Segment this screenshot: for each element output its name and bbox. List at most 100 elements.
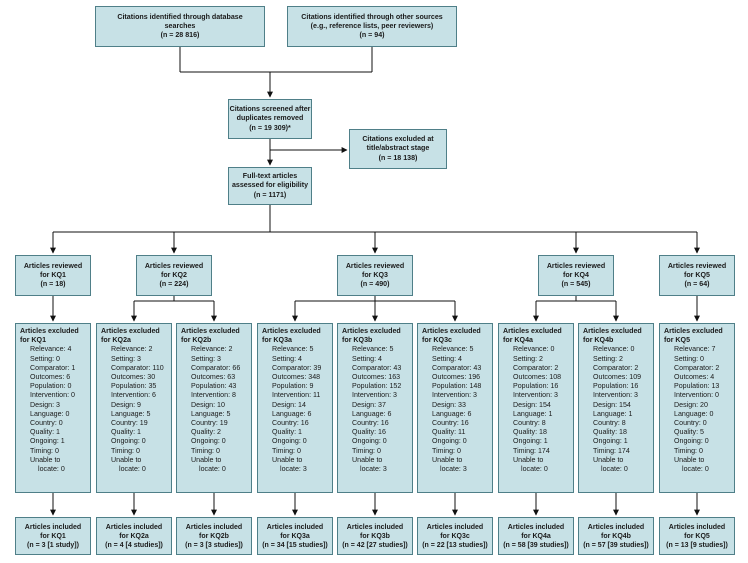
excluded-reason: Design: 14 [272, 400, 306, 409]
excluded-reason: Design: 9 [111, 400, 141, 409]
excluded-reason: Country: 16 [432, 419, 469, 428]
excluded-reason: Design: 3 [30, 400, 60, 409]
fulltext-title: Full-text articles assessed for eligibil… [231, 172, 309, 190]
excluded-reason: Design: 10 [191, 400, 225, 409]
excluded-reason: Population: 0 [30, 382, 72, 391]
excluded-reason: Setting: 2 [513, 354, 543, 363]
included-n: (n = 42 [27 studies]) [342, 541, 408, 549]
included-line1: Articles included [668, 523, 726, 531]
included-line2: for KQ4a [521, 532, 551, 540]
excluded-reason: Outcomes: 348 [272, 373, 321, 382]
excluded-reason: Population: 43 [191, 382, 237, 391]
excluded-reason: Timing: 174 [513, 446, 550, 455]
excluded-reason: Comparator: 2 [593, 363, 639, 372]
box-excluded-title-abstract: Citations excluded at title/abstract sta… [349, 129, 447, 169]
excluded-reason: Relevance: 5 [272, 345, 314, 354]
excluded-reason: Quality: 16 [352, 428, 386, 437]
box-reviewed-kq3: Articles reviewed for KQ3 (n = 490) [337, 255, 413, 296]
excluded-heading: Articles excluded for KQ2a [101, 327, 160, 345]
excluded-reason: Quality: 11 [432, 428, 466, 437]
excluded-reason: Timing: 0 [674, 446, 703, 455]
excluded-reason: Timing: 0 [272, 446, 301, 455]
excluded-reason: Comparator: 43 [432, 363, 482, 372]
excluded-reason: Population: 16 [593, 382, 639, 391]
excluded-title-count: (n = 18 138) [378, 153, 418, 162]
screened-title: Citations screened after duplicates remo… [229, 105, 311, 123]
excluded-heading: Articles excluded for KQ1 [20, 327, 79, 345]
box-fulltext-assessed: Full-text articles assessed for eligibil… [228, 167, 312, 205]
reviewed-count: (n = 490) [360, 280, 390, 289]
excluded-reason: Comparator: 110 [111, 363, 164, 372]
excluded-reason: Unable to [593, 455, 624, 464]
excluded-reason: Setting: 4 [272, 354, 302, 363]
excluded-reason: Relevance: 0 [513, 345, 555, 354]
excluded-reason: locate: 0 [521, 465, 548, 474]
excluded-reason: Quality: 18 [593, 428, 627, 437]
excluded-reason: Comparator: 2 [513, 363, 559, 372]
included-line2: for KQ2a [119, 532, 149, 540]
excluded-reason: Quality: 1 [272, 428, 302, 437]
excluded-reason: locate: 0 [682, 465, 709, 474]
excluded-reason: Comparator: 2 [674, 363, 720, 372]
excluded-reason: Intervention: 8 [191, 391, 236, 400]
excluded-heading: Articles excluded for KQ2b [181, 327, 240, 345]
excluded-reason: Setting: 4 [352, 354, 382, 363]
included-line2: for KQ4b [601, 532, 631, 540]
excluded-reason: Intervention: 0 [674, 391, 719, 400]
excluded-reason: Language: 6 [272, 409, 312, 418]
reviewed-kq: for KQ4 [562, 270, 589, 279]
excluded-reason: Comparator: 1 [30, 363, 76, 372]
included-n: (n = 22 [13 studies]) [422, 541, 488, 549]
excluded-heading: Articles excluded for KQ3c [422, 327, 481, 345]
excluded-reason: Country: 16 [272, 419, 309, 428]
excluded-heading: Articles excluded for KQ4a [503, 327, 562, 345]
excluded-reason: Ongoing: 1 [593, 437, 628, 446]
excluded-reason: Outcomes: 163 [352, 373, 401, 382]
excluded-heading: Articles excluded for KQ5 [664, 327, 723, 345]
excluded-reason: Intervention: 0 [30, 391, 75, 400]
box-other-citations: Citations identified through other sourc… [287, 6, 457, 47]
box-reviewed-kq2: Articles reviewed for KQ2 (n = 224) [136, 255, 212, 296]
excluded-reason: Quality: 1 [30, 428, 60, 437]
excluded-reason: locate: 0 [199, 465, 226, 474]
excluded-reason: Ongoing: 0 [674, 437, 709, 446]
excluded-reason: Setting: 3 [111, 354, 141, 363]
excluded-reason: Unable to [432, 455, 463, 464]
excluded-reason: Outcomes: 108 [513, 373, 562, 382]
reviewed-kq: for KQ5 [683, 270, 710, 279]
excluded-reason: Population: 152 [352, 382, 402, 391]
other-count: (n = 94) [359, 31, 385, 40]
excluded-reason: Language: 6 [432, 409, 472, 418]
box-reviewed-kq4: Articles reviewed for KQ4 (n = 545) [538, 255, 614, 296]
excluded-reason: Relevance: 4 [30, 345, 72, 354]
excluded-reason: Comparator: 39 [272, 363, 322, 372]
excluded-reason: Outcomes: 4 [674, 373, 715, 382]
excluded-reason: Language: 1 [593, 409, 633, 418]
included-line1: Articles included [24, 523, 82, 531]
excluded-heading: Articles excluded for KQ3a [262, 327, 321, 345]
included-line2: for KQ2b [199, 532, 229, 540]
excluded-reason: locate: 3 [360, 465, 387, 474]
excluded-heading: Articles excluded for KQ3b [342, 327, 401, 345]
excluded-reason: locate: 0 [119, 465, 146, 474]
reviewed-label: Articles reviewed [144, 261, 204, 270]
excluded-reason: Ongoing: 0 [111, 437, 146, 446]
excluded-reason: Unable to [352, 455, 383, 464]
included-line1: Articles included [266, 523, 324, 531]
excluded-reason: Language: 6 [352, 409, 392, 418]
reviewed-count: (n = 64) [684, 280, 710, 289]
excluded-reason: Ongoing: 1 [513, 437, 548, 446]
excluded-reason: Language: 0 [674, 409, 714, 418]
excluded-reason: Outcomes: 6 [30, 373, 71, 382]
excluded-reason: Country: 8 [593, 419, 626, 428]
included-n: (n = 13 [9 studies]) [666, 541, 728, 549]
screened-count: (n = 19 309)* [249, 123, 291, 132]
excluded-reason: Ongoing: 0 [272, 437, 307, 446]
